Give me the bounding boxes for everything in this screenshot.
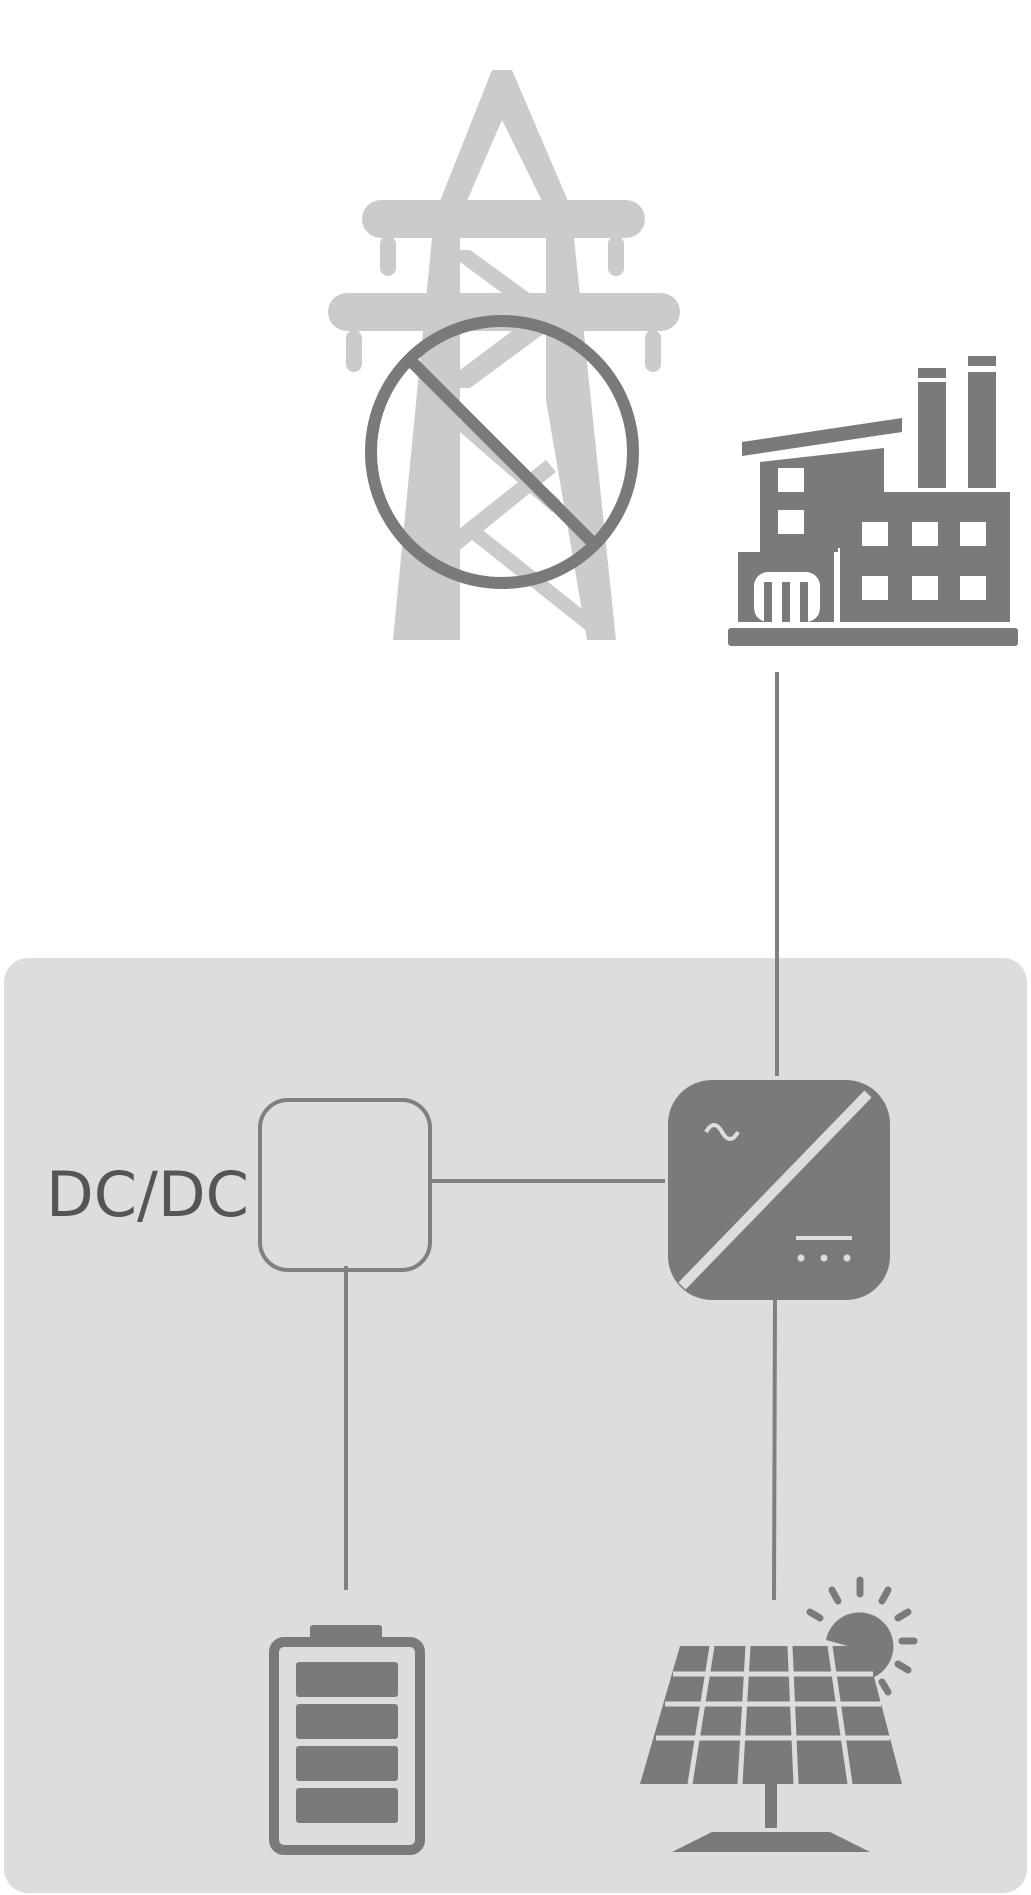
battery-cell [296,1704,398,1739]
dcdc-converter-box [258,1098,432,1272]
battery-cell [296,1746,398,1781]
prohibition-icon [365,315,639,589]
inverter-icon [668,1080,890,1300]
sun-icon [806,1576,918,1696]
battery-cell [296,1662,398,1697]
battery-icon [269,1625,425,1855]
dcdc-label: DC/DC [46,1158,249,1231]
factory-door [764,582,808,622]
solar-panel-icon [640,1576,918,1852]
line-inverter-pv [772,1299,777,1601]
battery-cell [296,1788,398,1823]
power-tower-icon [328,70,680,640]
